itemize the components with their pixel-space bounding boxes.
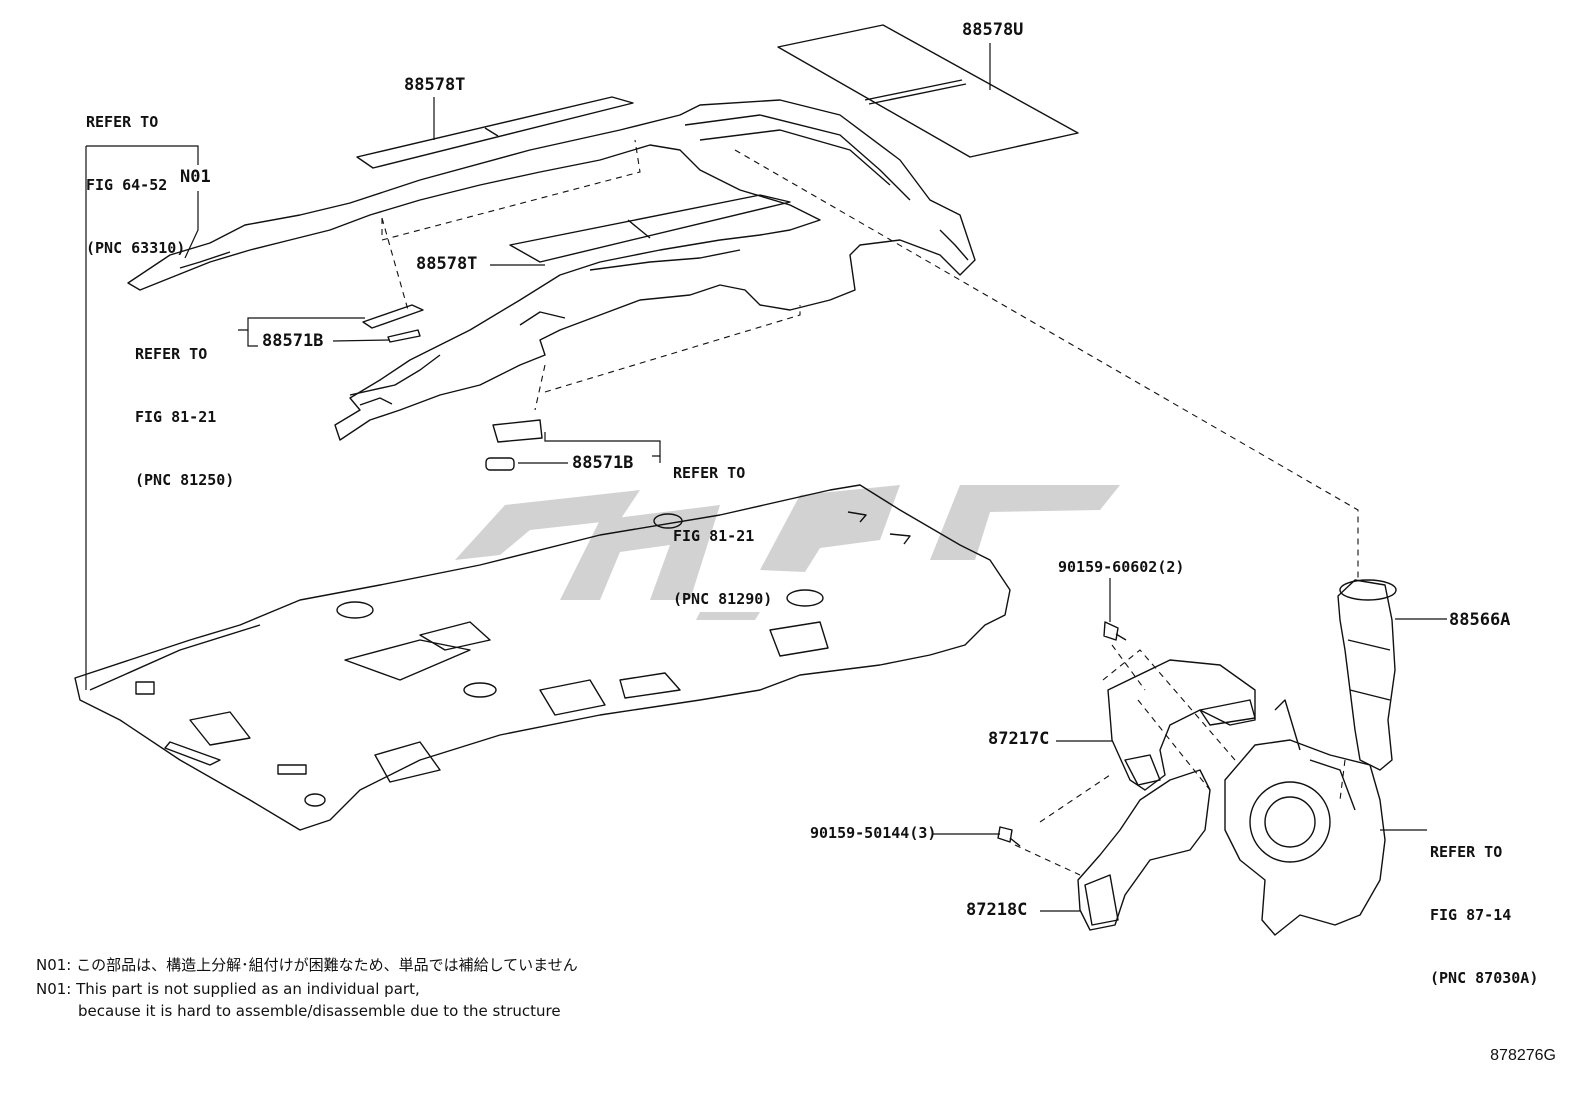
pad-88578T-top xyxy=(356,96,634,169)
callout-87218C: 87218C xyxy=(966,900,1028,920)
headliner-panel xyxy=(74,484,1011,831)
callout-87217C: 87217C xyxy=(988,729,1050,749)
ref-line: (PNC 87030A) xyxy=(1430,969,1539,987)
callout-90159-60602: 90159-60602(2) xyxy=(1058,558,1185,576)
watermark-logo xyxy=(455,485,1120,620)
callout-88578U: 88578U xyxy=(962,20,1024,40)
ref-line: FIG 81-21 xyxy=(673,527,755,545)
clip-88571B-lower xyxy=(485,419,543,471)
blower-unit xyxy=(1224,699,1386,936)
bolt-90159-60602 xyxy=(1103,621,1127,641)
clip-88571B-upper xyxy=(362,304,424,343)
note-n01-japanese: N01: この部品は、構造上分解･組付けが困難なため、単品では補給していません xyxy=(36,956,578,974)
ref-line: REFER TO xyxy=(1430,843,1503,861)
pad-88578U xyxy=(777,24,1079,158)
bolt-90159-50144 xyxy=(997,826,1021,847)
callout-88578T-top: 88578T xyxy=(404,75,466,95)
reference-fig-64-52: REFER TO FIG 64-52 (PNC 63310) xyxy=(86,70,185,280)
ref-line: (PNC 81250) xyxy=(135,471,235,489)
callout-N01: N01 xyxy=(180,167,211,187)
ref-line: FIG 81-21 xyxy=(135,408,217,426)
callout-88571B-upper: 88571B xyxy=(262,331,324,351)
duct-88566A xyxy=(1337,579,1397,771)
reference-fig-81-21-b: REFER TO FIG 81-21 (PNC 81290) xyxy=(673,421,772,631)
ref-line: FIG 64-52 xyxy=(86,176,168,194)
figure-id: 878276G xyxy=(1490,1047,1556,1064)
leader-lines xyxy=(85,43,1447,912)
alignment-dashes xyxy=(381,139,1359,876)
note-n01-english-line1: N01: This part is not supplied as an ind… xyxy=(36,980,420,998)
callout-88578T-mid: 88578T xyxy=(416,254,478,274)
reference-fig-87-14: REFER TO FIG 87-14 (PNC 87030A) xyxy=(1430,800,1538,1010)
roof-duct-assembly xyxy=(127,99,976,441)
callout-88566A: 88566A xyxy=(1449,610,1511,630)
ref-line: FIG 87-14 xyxy=(1430,906,1512,924)
ref-line: REFER TO xyxy=(86,113,159,131)
note-n01-english-line2: because it is hard to assemble/disassemb… xyxy=(78,1002,561,1020)
duct-87218C xyxy=(1077,769,1211,931)
callout-90159-50144: 90159-50144(3) xyxy=(810,824,937,842)
reference-fig-81-21-a: REFER TO FIG 81-21 (PNC 81250) xyxy=(135,302,234,512)
ref-line: (PNC 63310) xyxy=(86,239,186,257)
ref-line: REFER TO xyxy=(673,464,746,482)
duct-87217C xyxy=(1107,659,1256,791)
ref-line: REFER TO xyxy=(135,345,208,363)
callout-88571B-lower: 88571B xyxy=(572,453,634,473)
ref-line: (PNC 81290) xyxy=(673,590,773,608)
